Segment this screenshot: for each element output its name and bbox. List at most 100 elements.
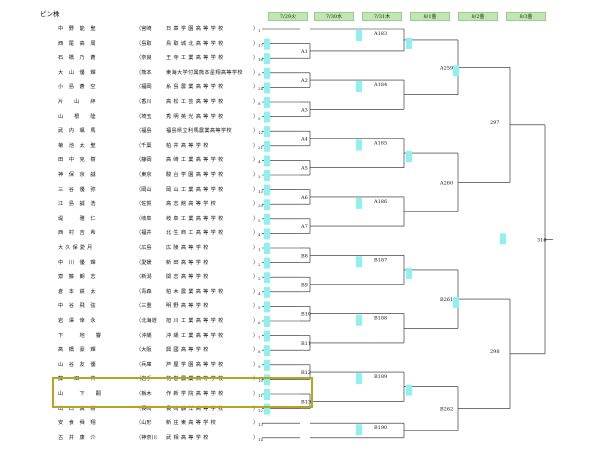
seed-number: 5 <box>258 305 261 311</box>
player-school: 沖 縄 工 業 高 等 学 校 <box>166 332 224 339</box>
match-label-r3: B262 <box>440 407 453 413</box>
player-school: 高 志 館 高 等 学 校 <box>166 201 217 208</box>
player-school: 福島県立利馬農業高等学校 <box>166 128 232 135</box>
player-school: 花 巻 農 業 高 等 学 校 <box>166 376 224 383</box>
seed-number: 17 <box>258 42 264 48</box>
player-school: 日 章 学 園 高 等 学 校 <box>166 26 224 32</box>
player-row: 西 村 吉 希（福井北 生 商 工 高 等 学 校）4 <box>58 228 263 238</box>
player-name: 神 保 京 誠 <box>58 172 96 178</box>
player-row: 藤 田 共（岩手花 巻 農 業 高 等 学 校）10 <box>58 374 263 384</box>
player-school: 岡 山 工 業 高 等 学 校 <box>166 186 224 193</box>
player-row: 石 橋 乃 蒼（奈良王 寺 工 業 高 等 学 校）16 <box>58 53 263 63</box>
player-school: 柏 井 高 等 学 校 <box>166 142 209 149</box>
player-name: 中 野 能 聖 <box>58 26 96 32</box>
paren-close: ） <box>253 172 259 178</box>
player-row: 中 谷 飛 弦（三重明 野 高 等 学 校）5 <box>58 301 263 311</box>
score-cell <box>356 197 362 209</box>
player-pref: （佐賀 <box>136 201 152 208</box>
score-cell <box>356 373 362 385</box>
paren-close: ） <box>253 361 259 368</box>
paren-close: ） <box>253 157 259 164</box>
player-name: 田 中 克 樹 <box>58 157 96 164</box>
score-cell <box>264 82 270 94</box>
match-label-r1: B9 <box>301 283 308 289</box>
match-label-r3: A259 <box>439 65 453 71</box>
seed-number: 1 <box>258 28 261 33</box>
score-cell <box>264 403 270 415</box>
seed-number: 3 <box>258 174 261 179</box>
paren-close: ） <box>253 186 259 193</box>
score-cell <box>264 272 270 284</box>
player-row: 山 谷 友 優（兵庫芦 屋 学 園 高 等 学 校）9 <box>58 360 263 370</box>
player-school: 旭 川 工 業 高 等 学 校 <box>166 318 224 324</box>
player-row: 倉 本 鉄 太（青森柏 木 農 業 高 等 学 校）4 <box>58 287 263 297</box>
match-label-r4: 297 <box>490 120 500 126</box>
player-name: 西 村 吉 希 <box>58 230 96 237</box>
match-label-r1: B10 <box>301 312 311 318</box>
player-pref: （山形 <box>136 420 152 427</box>
player-row: 中 野 能 聖（宮崎日 章 学 園 高 等 学 校）1 <box>58 24 263 34</box>
player-pref: （愛媛 <box>136 259 152 266</box>
player-pref: （宮崎 <box>136 26 152 32</box>
player-pref: （福井 <box>136 230 152 237</box>
player-name: 中 谷 飛 弦 <box>58 303 96 310</box>
player-name: 古 井 康 介 <box>58 434 96 441</box>
player-school: 柏 木 農 業 高 等 学 校 <box>166 288 224 295</box>
player-row: 山 下 嗣（栃木作 新 学 院 高 等 学 校）11 <box>58 389 263 399</box>
player-name: 石 橋 乃 蒼 <box>58 55 96 62</box>
score-cell <box>356 314 362 326</box>
seed-number: 4 <box>258 159 261 165</box>
player-school: 興 國 高 等 学 校 <box>166 347 209 354</box>
player-school: 関 志 高 等 学 校 <box>166 274 209 281</box>
score-cell <box>406 267 412 279</box>
player-row: 髙 橋 豪 輝（大阪興 國 高 等 学 校）8 <box>58 345 263 355</box>
paren-close: ） <box>253 391 259 397</box>
seed-number: 5 <box>258 217 261 223</box>
match-label-final: 316 <box>537 237 547 243</box>
match-label-r3: A260 <box>439 180 453 186</box>
date-tab-1: 7/29火 <box>268 12 308 21</box>
player-name: 山 根 陸 <box>58 113 96 120</box>
player-name: 安 食 舜 翔 <box>58 420 96 427</box>
score-cell <box>264 316 270 327</box>
score-cell <box>264 359 270 371</box>
player-row: 武 内 颯 馬（福島福島県立利馬農業高等学校）12 <box>58 126 263 136</box>
player-row: 田 中 克 樹（静岡高 崎 工 業 高 等 学 校）4 <box>58 155 263 165</box>
player-row: 大 山 優 輝（熊本東海大学付属熊本星翔高等学校）9 <box>58 68 263 78</box>
score-cell <box>264 155 270 167</box>
score-cell <box>264 330 270 342</box>
player-name: 江 島 誠 浩 <box>58 201 96 208</box>
match-label-r4: 298 <box>490 349 500 355</box>
paren-close: ） <box>253 245 259 251</box>
match-label-r2: B189 <box>374 374 387 380</box>
seed-number: 10 <box>258 378 264 384</box>
player-pref: （大阪 <box>136 347 152 354</box>
player-pref: （北海道 <box>136 318 157 324</box>
score-cell <box>264 199 270 211</box>
paren-close: ） <box>253 128 259 135</box>
player-pref: （埼玉 <box>136 113 152 120</box>
player-pref: （広島 <box>136 245 152 251</box>
score-cell <box>264 184 270 196</box>
player-pref: （長崎 <box>136 405 152 412</box>
paren-close: ） <box>253 303 259 310</box>
player-row: 江 島 誠 浩（佐賀高 志 館 高 等 学 校）20 <box>58 199 263 209</box>
player-school: 武 相 高 等 学 校 <box>166 434 209 441</box>
paren-close: ） <box>253 420 259 427</box>
match-label-r2: B187 <box>374 257 387 263</box>
seed-number: 1 <box>258 247 261 252</box>
player-row: 小 島 蒼 空（福岡糸 島 農 業 高 等 学 校）24 <box>58 82 263 92</box>
match-label-r1: A6 <box>300 195 308 201</box>
score-cell <box>264 53 270 65</box>
paren-close: ） <box>253 215 259 222</box>
player-row: 安 食 舜 翔（山形新 庄 東 高 等 学 校）13 <box>58 418 263 428</box>
player-pref: （熊本 <box>136 69 152 76</box>
player-school: 明 野 高 等 学 校 <box>166 303 209 310</box>
score-cell <box>453 65 459 77</box>
score-cell <box>356 81 362 93</box>
player-school: 新 庄 東 高 等 学 校 <box>166 420 217 427</box>
paren-close: ） <box>253 84 259 91</box>
player-row: 堤 雅 仁（岐阜岐 阜 工 業 高 等 学 校）5 <box>58 214 263 224</box>
seed-number: 16 <box>258 57 264 63</box>
match-label-r2: A185 <box>373 141 387 147</box>
